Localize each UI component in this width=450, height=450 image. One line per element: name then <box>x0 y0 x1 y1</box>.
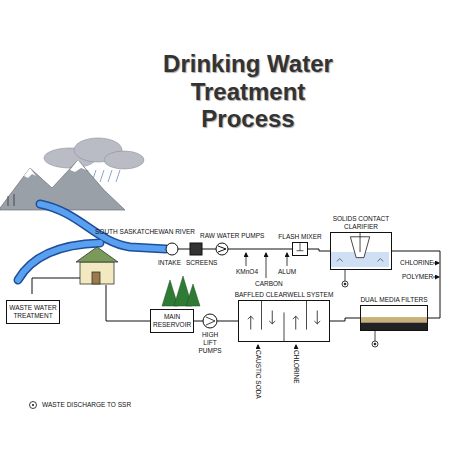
callout-label: KMnO4 <box>236 268 258 276</box>
snow-cap <box>70 160 86 172</box>
figure <box>14 194 15 206</box>
dosing-arrow <box>287 253 288 266</box>
mountain <box>0 160 125 210</box>
pipe-connector <box>330 318 360 321</box>
rain <box>76 170 120 182</box>
callout-label: CHLORINE <box>292 350 300 384</box>
discharge-symbol <box>372 341 378 347</box>
pipe <box>106 285 150 321</box>
node-heading: SOLIDS CONTACT CLARIFIER <box>329 215 393 231</box>
flash-mixer: FLASH MIXER <box>292 242 308 256</box>
treatment-box: WASTE WATER TREATMENT <box>6 300 60 324</box>
clarifier: SOLIDS CONTACT CLARIFIER <box>330 232 392 270</box>
clouds <box>44 138 144 169</box>
callout-label: CAUSTIC SODA <box>254 350 262 399</box>
house-wall <box>80 262 114 284</box>
tree <box>174 276 192 306</box>
figure <box>8 196 9 206</box>
node-heading: BAFFLED CLEARWELL SYSTEM <box>229 291 339 299</box>
river <box>18 204 166 280</box>
reservoir-box: MAIN RESERVOIR <box>150 309 194 333</box>
discharge-line <box>345 270 346 281</box>
callout-label: ALUM <box>278 268 296 276</box>
snow-cap <box>24 168 36 178</box>
anthracite-layer <box>361 323 427 330</box>
mountains <box>0 160 125 210</box>
pump-impeller <box>218 246 226 252</box>
pipe-connector <box>194 321 238 322</box>
filter-box: DUAL MEDIA FILTERS <box>360 305 428 331</box>
cloud <box>104 151 144 169</box>
callout-label: POLYMER <box>402 273 433 281</box>
callout-label: SOUTH SASKATCHEWAN RIVER <box>95 228 195 236</box>
cloud <box>44 148 96 168</box>
clearwell-drawing <box>239 301 329 341</box>
pump-impeller <box>206 317 215 325</box>
dosing-arrow <box>433 277 439 278</box>
house-roof <box>76 247 118 262</box>
legend-text: WASTE DISCHARGE TO SSR <box>42 401 131 409</box>
discharge-line <box>375 331 376 341</box>
tree <box>162 280 178 306</box>
mixer-shaft <box>300 243 301 251</box>
rain-line <box>92 170 96 182</box>
callout-label: RAW WATER PUMPS <box>200 232 264 240</box>
house <box>76 247 118 284</box>
discharge-dot <box>344 283 346 285</box>
callout-label: INTAKE <box>158 259 181 267</box>
pipe <box>166 249 292 250</box>
screens-symbol <box>190 243 202 255</box>
callout-label: CARBON <box>255 280 283 288</box>
mixer-drawing <box>293 243 307 255</box>
river <box>18 243 100 280</box>
dosing-arrow <box>258 345 259 348</box>
dosing-arrow <box>246 253 247 266</box>
flow-mark <box>337 259 383 262</box>
discharge-dot <box>374 343 376 345</box>
mixer-blade <box>297 250 304 251</box>
dosing-arrow <box>433 263 439 264</box>
river <box>40 204 166 249</box>
rain-line <box>76 170 80 182</box>
rain-line <box>100 170 104 182</box>
dosing-arrow <box>296 345 297 348</box>
dosing-arrow <box>266 253 267 278</box>
rain-line <box>108 170 112 182</box>
legend-symbol <box>30 402 37 409</box>
callout-label: HIGH LIFT PUMPS <box>196 331 224 354</box>
clarifier-drawing <box>331 233 391 269</box>
tree <box>186 284 200 306</box>
title: Drinking Water Treatment Process <box>148 50 348 133</box>
node-label: WASTE WATER TREATMENT <box>7 301 59 323</box>
river-outline <box>40 204 166 249</box>
callout-label: CHLORINE <box>400 259 434 267</box>
sand-layer <box>361 317 427 323</box>
pipe-connector <box>308 249 330 251</box>
intake-symbol <box>166 243 178 255</box>
rain-line <box>116 170 120 182</box>
pump-symbol <box>203 314 217 328</box>
clearwell-box: BAFFLED CLEARWELL SYSTEM <box>238 300 330 342</box>
filter-drawing <box>361 306 427 330</box>
discharge-symbol <box>342 281 348 287</box>
clarifier-shaft <box>360 233 361 252</box>
pump-symbol <box>216 243 228 255</box>
house-door <box>92 272 100 284</box>
river-outline <box>18 243 100 280</box>
node-heading: DUAL MEDIA FILTERS <box>354 296 434 304</box>
pipe <box>32 278 80 294</box>
baffles <box>248 301 320 341</box>
legend-dot <box>32 404 34 406</box>
node-label: MAIN RESERVOIR <box>151 310 193 332</box>
cloud <box>74 138 122 162</box>
intake-line <box>166 243 292 255</box>
node-heading: FLASH MIXER <box>274 233 326 241</box>
trees <box>162 276 200 306</box>
callout-label: SCREENS <box>186 259 217 267</box>
rain-line <box>84 170 88 182</box>
